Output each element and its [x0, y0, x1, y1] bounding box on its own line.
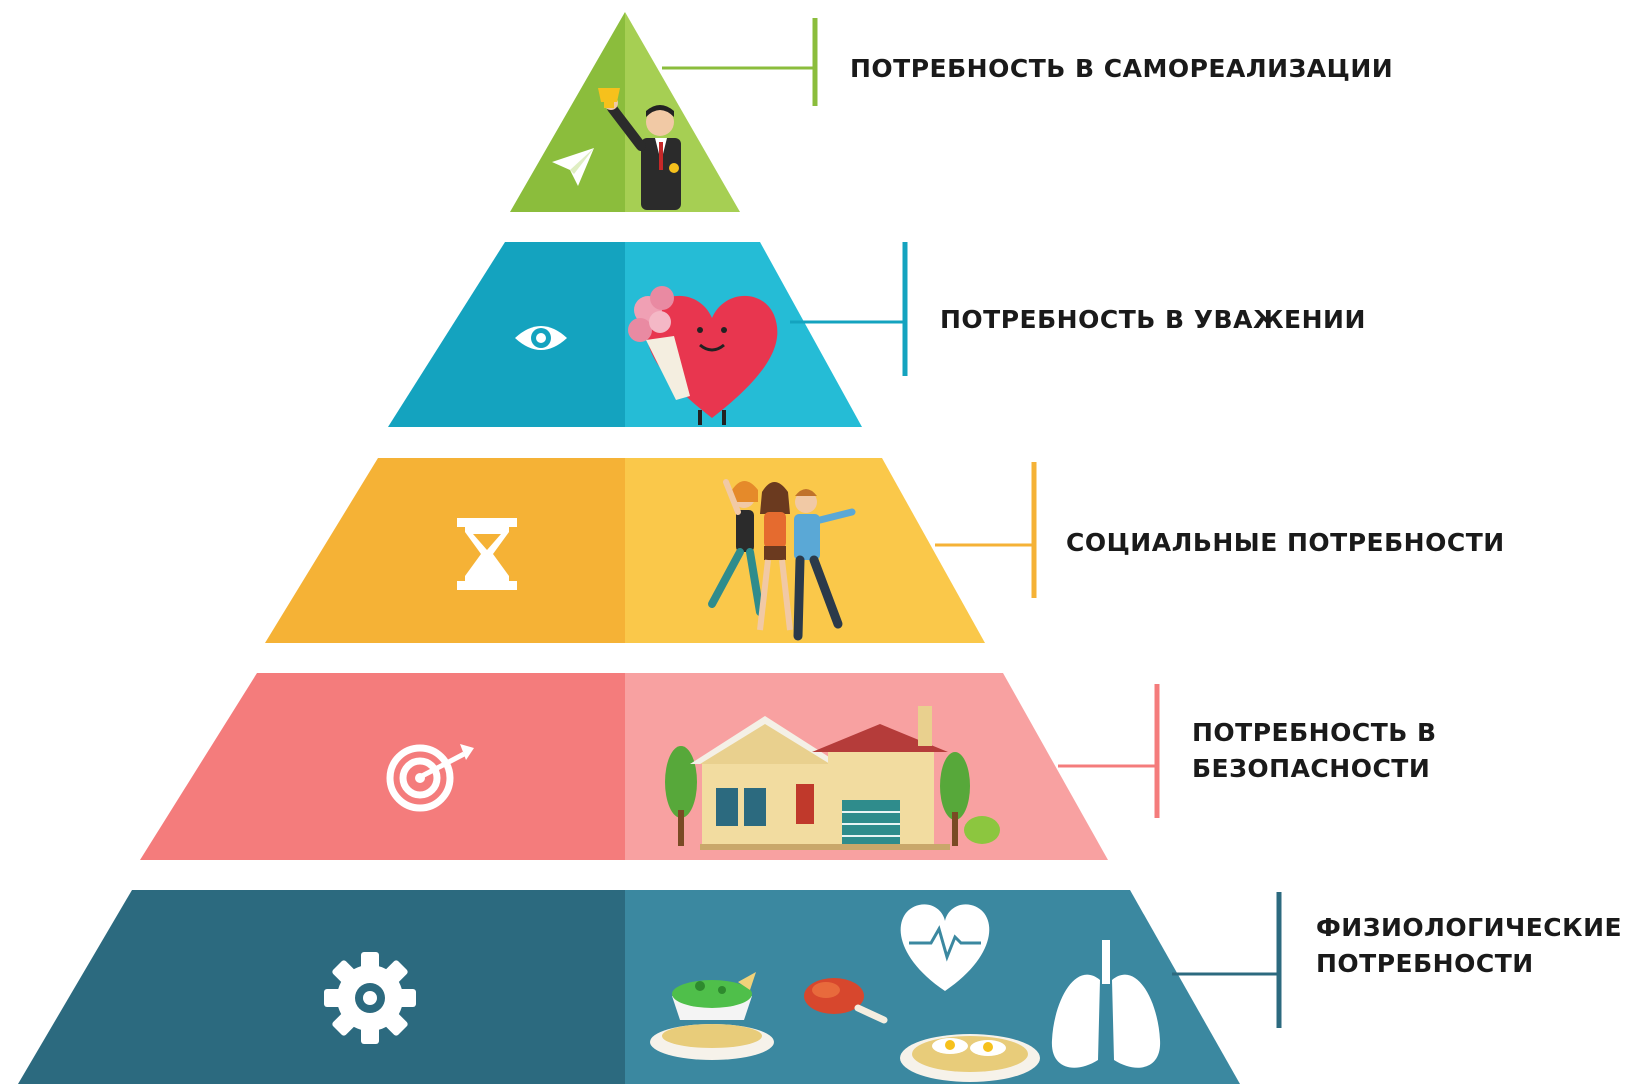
gear-icon: [324, 952, 416, 1044]
paper-plane-icon: [552, 148, 594, 186]
target-icon: [386, 744, 474, 812]
label-line: ПОТРЕБНОСТИ: [1316, 949, 1534, 978]
pyramid-level-esteem: [388, 242, 862, 427]
label-safety: ПОТРЕБНОСТЬ В БЕЗОПАСНОСТИ: [1192, 715, 1437, 787]
connector-social: [935, 462, 1037, 598]
label-line: ФИЗИОЛОГИЧЕСКИЕ: [1316, 913, 1623, 942]
hourglass-icon: [457, 518, 517, 590]
label-line: ПОТРЕБНОСТЬ В САМОРЕАЛИЗАЦИИ: [850, 54, 1394, 83]
heart-with-flowers-icon: [628, 286, 778, 425]
achiever-figure-icon: [598, 88, 681, 210]
lungs-icon: [1051, 940, 1161, 1068]
label-line: ПОТРЕБНОСТЬ В УВАЖЕНИИ: [940, 305, 1366, 334]
label-self-actualization: ПОТРЕБНОСТЬ В САМОРЕАЛИЗАЦИИ: [850, 51, 1393, 87]
house-icon: [665, 706, 1000, 850]
label-line: ПОТРЕБНОСТЬ В: [1192, 718, 1437, 747]
friends-group-icon: [708, 479, 856, 641]
level-social-left-segment: [265, 458, 625, 643]
level-physiological-left-segment: [18, 890, 625, 1084]
connector-self-actualization: [662, 18, 818, 106]
pyramid-level-social: [265, 458, 985, 643]
label-line: БЕЗОПАСНОСТИ: [1192, 754, 1431, 783]
connector-esteem: [790, 242, 908, 376]
level-safety-left-segment: [140, 673, 625, 860]
eye-icon: [515, 326, 567, 350]
food-icon: [650, 972, 1040, 1082]
pyramid-level-safety: [140, 673, 1108, 860]
connector-physiological: [1172, 892, 1282, 1028]
heart-pulse-icon: [900, 904, 990, 991]
pyramid-level-physiological: [18, 890, 1240, 1084]
connector-safety: [1058, 684, 1160, 818]
label-social: СОЦИАЛЬНЫЕ ПОТРЕБНОСТИ: [1066, 525, 1505, 561]
label-esteem: ПОТРЕБНОСТЬ В УВАЖЕНИИ: [940, 302, 1366, 338]
label-line: СОЦИАЛЬНЫЕ ПОТРЕБНОСТИ: [1066, 528, 1505, 557]
label-physiological: ФИЗИОЛОГИЧЕСКИЕ ПОТРЕБНОСТИ: [1316, 910, 1622, 982]
level-esteem-left-segment: [388, 242, 625, 427]
level-self-actualization-left-segment: [510, 12, 625, 212]
pyramid-level-self-actualization: [510, 12, 740, 212]
